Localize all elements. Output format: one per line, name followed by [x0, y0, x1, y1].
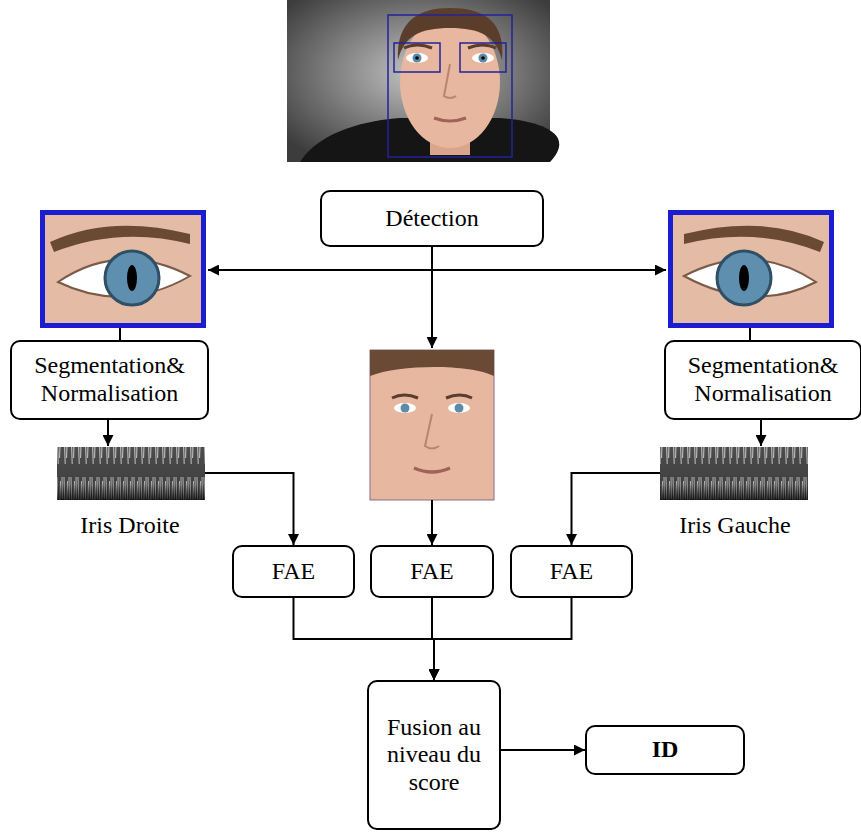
image-label: Iris Gauche — [650, 512, 820, 540]
output-box: ID — [585, 725, 745, 775]
box-text: Fusion au niveau du score — [375, 714, 493, 797]
box-content: FAE — [544, 558, 600, 586]
box-content: FAE — [266, 558, 322, 586]
box-content: Segmentation& Normalisation — [12, 352, 207, 407]
box-text: Segmentation& Normalisation — [18, 352, 201, 407]
box-text: FAE — [410, 558, 454, 586]
process-box: FAE — [370, 545, 494, 598]
eye-image — [668, 210, 834, 328]
image-label: Iris Droite — [40, 512, 220, 540]
iris-strip — [57, 447, 205, 500]
connector-arrow — [501, 749, 585, 751]
process-box: FAE — [510, 545, 633, 598]
process-box: Fusion au niveau du score — [367, 680, 501, 830]
box-content: FAE — [404, 558, 460, 586]
connector-arrow — [434, 598, 572, 680]
connector-arrow — [294, 598, 435, 680]
box-text: FAE — [550, 558, 594, 586]
face-photo — [287, 0, 559, 162]
process-box: Segmentation& Normalisation — [664, 340, 861, 420]
face-crop — [370, 350, 494, 500]
box-content: Segmentation& Normalisation — [666, 352, 860, 407]
iris-strip — [660, 447, 808, 500]
process-box: Segmentation& Normalisation — [10, 340, 209, 420]
eye-image — [40, 210, 206, 328]
box-content: ID — [646, 736, 685, 764]
box-text: Segmentation& Normalisation — [672, 352, 854, 407]
box-text: FAE — [272, 558, 316, 586]
box-content: Détection — [379, 205, 484, 233]
process-box: Détection — [320, 190, 544, 247]
box-text: ID — [652, 736, 679, 764]
process-box: FAE — [232, 545, 355, 598]
box-content: Fusion au niveau du score — [369, 714, 499, 797]
box-text: Détection — [385, 205, 478, 233]
